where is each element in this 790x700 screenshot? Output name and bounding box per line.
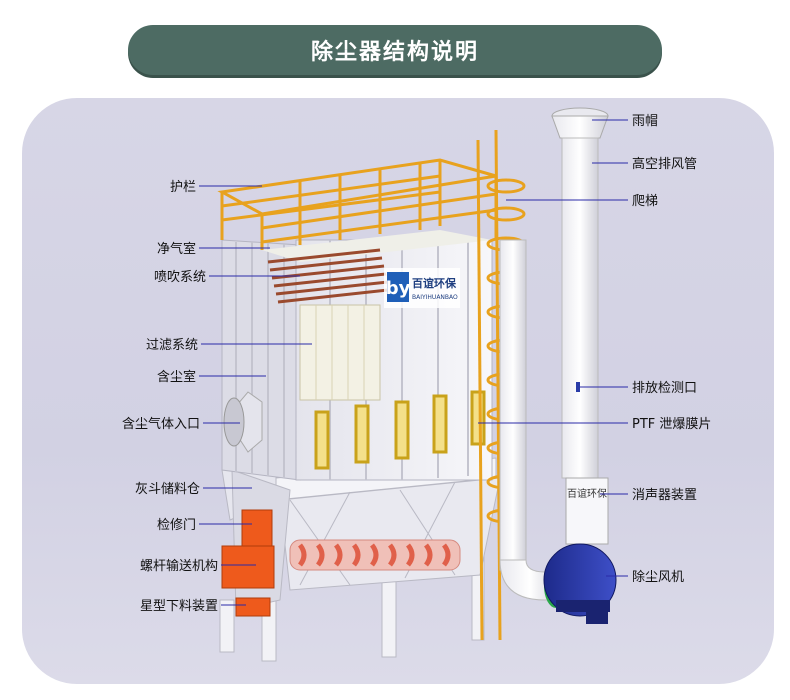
label-star-discharge-valve: 星型下料装置 [140, 599, 218, 614]
left-leaders [199, 185, 312, 606]
screw-conveyor-body [289, 539, 461, 571]
label-access-door: 检修门 [157, 518, 196, 533]
title-banner: 除尘器结构说明 [128, 25, 662, 75]
label-dust-chamber: 含尘室 [157, 369, 196, 385]
connecting-duct [499, 239, 561, 601]
right-leaders [478, 119, 628, 577]
collector-body [221, 230, 493, 481]
logo-text-cn: 百谊环保 [412, 276, 457, 290]
label-high-exhaust-pipe: 高空排风管 [632, 156, 697, 172]
label-guardrail: 护栏 [170, 180, 196, 195]
label-clean-air-chamber: 净气室 [157, 241, 196, 257]
silencer-brand: 百谊环保 [567, 487, 607, 500]
label-filter-system: 过滤系统 [146, 338, 198, 353]
left-labels: 护栏 净气室 喷吹系统 过滤系统 含尘室 含尘气体入口 灰斗储料仓 检修门 螺杆… [122, 180, 218, 614]
label-rain-cap: 雨帽 [632, 113, 658, 129]
label-ladder: 爬梯 [632, 194, 658, 209]
logo-text-en: BAIYIHUANBAO [412, 294, 458, 301]
svg-text:by: by [386, 278, 411, 299]
page-title: 除尘器结构说明 [310, 40, 479, 65]
label-ash-hopper: 灰斗储料仓 [135, 482, 200, 497]
label-screw-conveyor: 螺杆输送机构 [140, 558, 218, 574]
label-silencer: 消声器装置 [632, 488, 697, 503]
label-dust-fan: 除尘风机 [632, 570, 684, 585]
label-pulse-jet-system: 喷吹系统 [154, 270, 206, 285]
brand-logo: by 百谊环保 BAIYIHUANBAO [384, 268, 460, 308]
conveyor-drive [221, 509, 275, 617]
label-emission-test-port: 排放检测口 [632, 381, 697, 396]
right-labels: 雨帽 高空排风管 爬梯 排放检测口 PTF 泄爆膜片 消声器装置 除尘风机 [632, 113, 711, 585]
label-dusty-gas-inlet: 含尘气体入口 [122, 416, 200, 432]
exhaust-stack: 百谊环保 [551, 107, 609, 545]
fan-unit [543, 543, 617, 624]
label-ptf-explosion-vent: PTF 泄爆膜片 [632, 417, 711, 432]
